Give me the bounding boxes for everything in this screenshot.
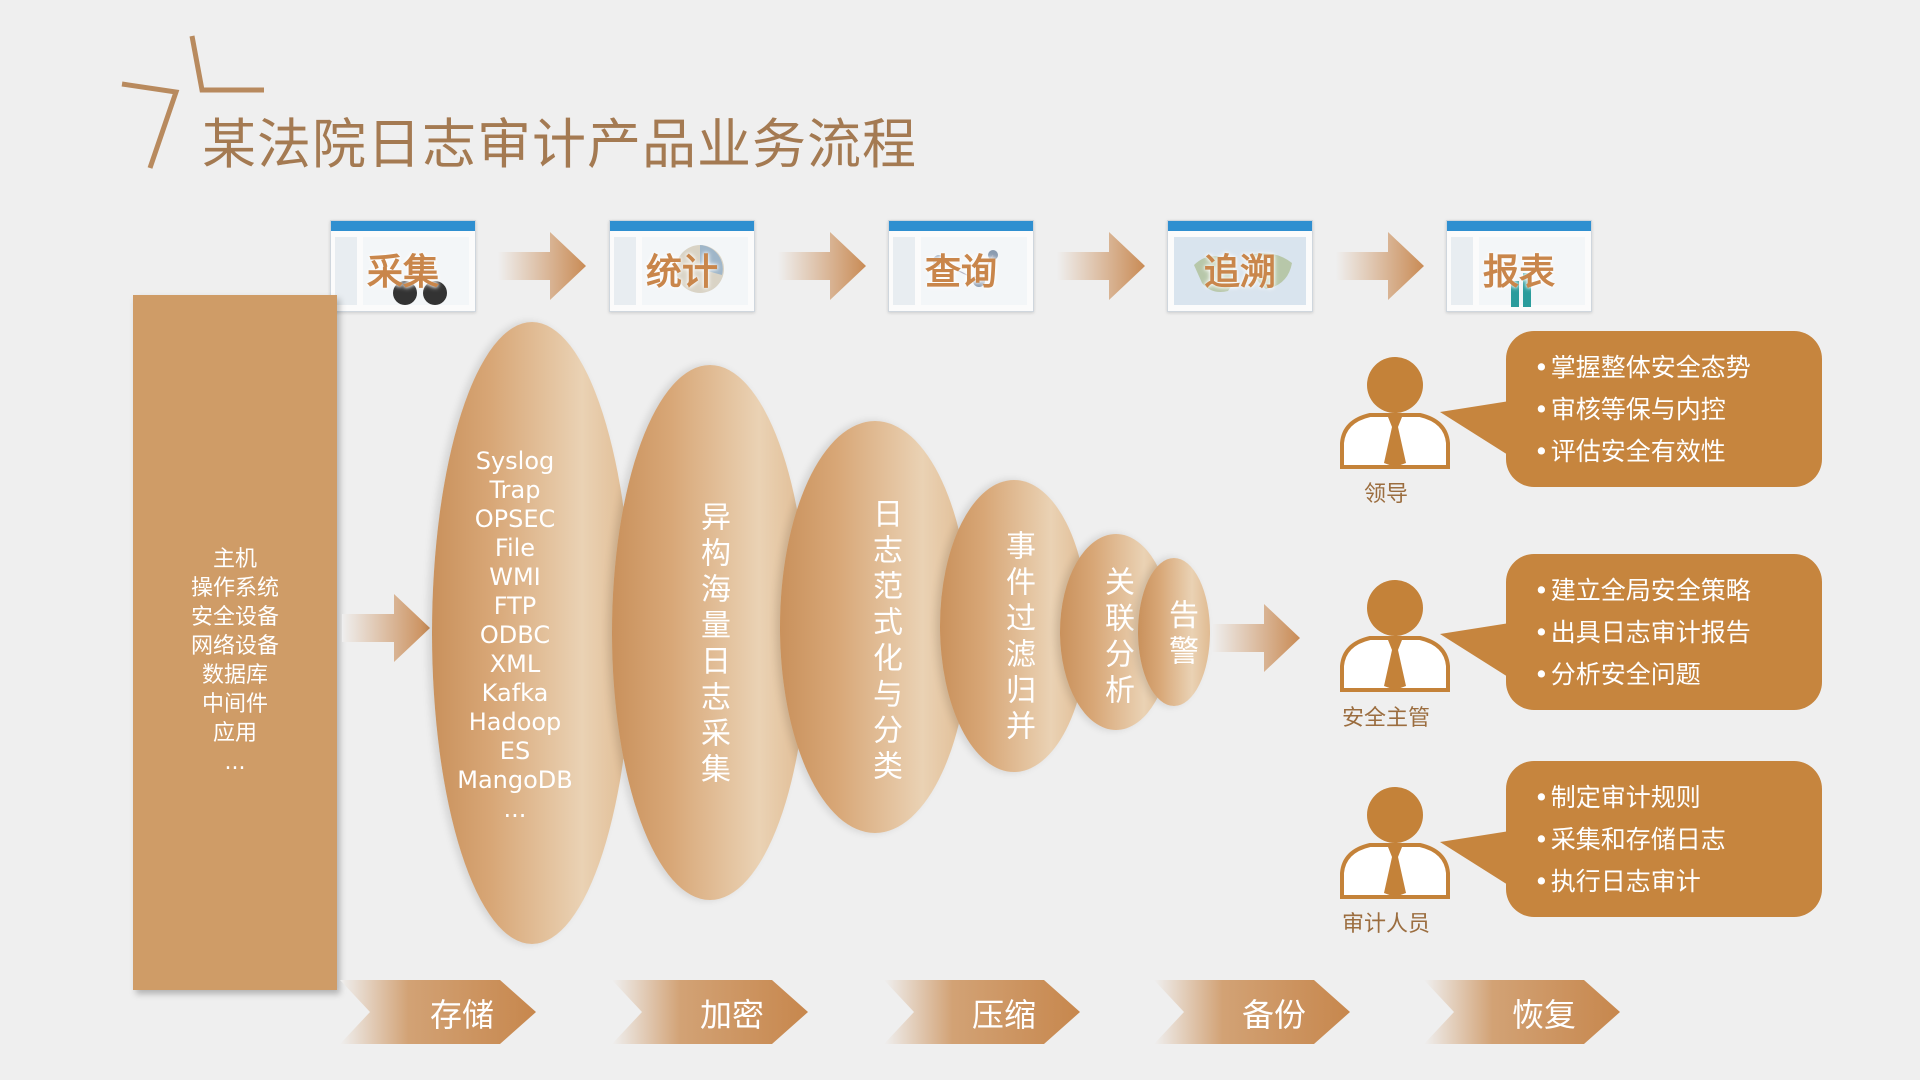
stage-arrow-icon xyxy=(1336,232,1424,300)
role-duty: 出具日志审计报告 xyxy=(1534,612,1751,654)
funnel-label-filter: 事件过滤归并 xyxy=(1000,530,1035,746)
funnel-layer-alert xyxy=(1138,558,1210,706)
role-bubble-auditor: 制定审计规则 采集和存储日志 执行日志审计 xyxy=(1506,761,1822,917)
protocol-item: Kafka xyxy=(481,679,549,707)
star-logo-icon xyxy=(121,35,264,169)
stage-label: 报表 xyxy=(1482,252,1555,293)
protocol-item: ES xyxy=(499,737,531,765)
bubble-tail-icon xyxy=(1440,830,1516,890)
role-bubble-security-manager: 建立全局安全策略 出具日志审计报告 分析安全问题 xyxy=(1506,554,1822,710)
role-duty: 制定审计规则 xyxy=(1534,777,1726,819)
role-bubble-leader: 掌握整体安全态势 审核等保与内控 评估安全有效性 xyxy=(1506,331,1822,487)
role-duty: 采集和存储日志 xyxy=(1534,819,1726,861)
stage-label: 采集 xyxy=(366,252,439,293)
source-item: ... xyxy=(224,750,246,775)
leader-person-icon xyxy=(1340,357,1450,469)
protocol-item: Hadoop xyxy=(468,708,562,736)
op-arrow-storage xyxy=(340,980,536,1044)
protocol-list: Syslog Trap OPSEC File WMI FTP ODBC XML … xyxy=(430,447,600,824)
protocol-item: FTP xyxy=(493,592,537,620)
stage-arrow-icon xyxy=(1057,232,1145,300)
protocol-item: File xyxy=(494,534,536,562)
op-label-backup: 备份 xyxy=(1241,996,1306,1034)
role-duty: 建立全局安全策略 xyxy=(1534,570,1751,612)
role-name-leader: 领导 xyxy=(1363,482,1408,507)
funnel-label-correlate: 关联分析 xyxy=(1099,566,1134,710)
stage-statistics-screenshot[interactable]: 统计 xyxy=(609,220,755,312)
op-label-compression: 压缩 xyxy=(971,996,1036,1034)
op-arrow-restore xyxy=(1424,980,1620,1044)
source-item: 数据库 xyxy=(201,663,268,688)
graph-network-icon xyxy=(933,250,998,287)
stage-label: 统计 xyxy=(645,252,718,293)
stage-label: 追溯 xyxy=(1203,252,1276,293)
security-manager-person-icon xyxy=(1340,580,1450,692)
protocol-item: Trap xyxy=(489,476,541,504)
role-name-security-manager: 安全主管 xyxy=(1341,706,1430,731)
op-label-storage: 存储 xyxy=(429,996,494,1034)
source-item: 网络设备 xyxy=(190,634,279,659)
stage-arrow-icon xyxy=(498,232,586,300)
stage-report-screenshot[interactable]: 报表 xyxy=(1446,220,1592,312)
source-item: 主机 xyxy=(212,547,257,572)
funnel-label-alert: 告警 xyxy=(1163,599,1198,671)
funnel-label-collection: 异构海量日志采集 xyxy=(695,501,730,789)
role-duty: 掌握整体安全态势 xyxy=(1534,347,1751,389)
op-arrow-compression xyxy=(884,980,1080,1044)
protocol-item: XML xyxy=(489,650,541,678)
page-title: 某法院日志审计产品业务流程 xyxy=(202,113,917,176)
bar-chart-icon xyxy=(1511,273,1531,307)
source-item: 安全设备 xyxy=(190,605,279,630)
input-arrow-icon xyxy=(342,594,430,662)
role-duty: 审核等保与内控 xyxy=(1534,389,1751,431)
op-label-encryption: 加密 xyxy=(699,996,764,1034)
stage-label: 查询 xyxy=(924,252,997,293)
bubble-tail-icon xyxy=(1440,400,1516,460)
op-label-restore: 恢复 xyxy=(1511,996,1576,1034)
funnel-label-normalize: 日志范式化与分类 xyxy=(867,498,902,786)
role-duty: 评估安全有效性 xyxy=(1534,431,1751,473)
stage-arrow-icon xyxy=(778,232,866,300)
source-list: 主机 操作系统 安全设备 网络设备 数据库 中间件 应用 ... xyxy=(133,545,337,777)
stage-trace-screenshot[interactable]: 追溯 xyxy=(1167,220,1313,312)
protocol-item: ODBC xyxy=(479,621,551,649)
pie-chart-icon xyxy=(676,245,724,293)
stage-collect-screenshot[interactable]: 采集 xyxy=(330,220,476,312)
funnel-layer-collection xyxy=(612,365,808,900)
source-item: 应用 xyxy=(212,721,257,746)
gauge-icon xyxy=(393,281,447,305)
source-item: 中间件 xyxy=(201,692,268,717)
source-item: 操作系统 xyxy=(190,576,279,601)
protocol-item: ... xyxy=(503,795,527,823)
role-name-auditor: 审计人员 xyxy=(1341,912,1430,937)
output-arrow-icon xyxy=(1212,604,1300,672)
auditor-person-icon xyxy=(1340,787,1450,899)
op-arrow-encryption xyxy=(612,980,808,1044)
funnel-layer-normalize xyxy=(780,421,970,833)
source-panel: 主机 操作系统 安全设备 网络设备 数据库 中间件 应用 ... xyxy=(133,295,337,990)
role-duty: 分析安全问题 xyxy=(1534,654,1751,696)
world-map-icon xyxy=(1194,253,1292,292)
funnel-layer-protocols xyxy=(432,322,632,944)
protocol-item: OPSEC xyxy=(474,505,556,533)
protocol-item: WMI xyxy=(489,563,541,591)
bubble-tail-icon xyxy=(1440,622,1516,682)
role-duty: 执行日志审计 xyxy=(1534,861,1726,903)
protocol-item: MangoDB xyxy=(457,766,573,794)
protocol-item: Syslog xyxy=(475,447,555,475)
stage-query-screenshot[interactable]: 查询 xyxy=(888,220,1034,312)
op-arrow-backup xyxy=(1154,980,1350,1044)
